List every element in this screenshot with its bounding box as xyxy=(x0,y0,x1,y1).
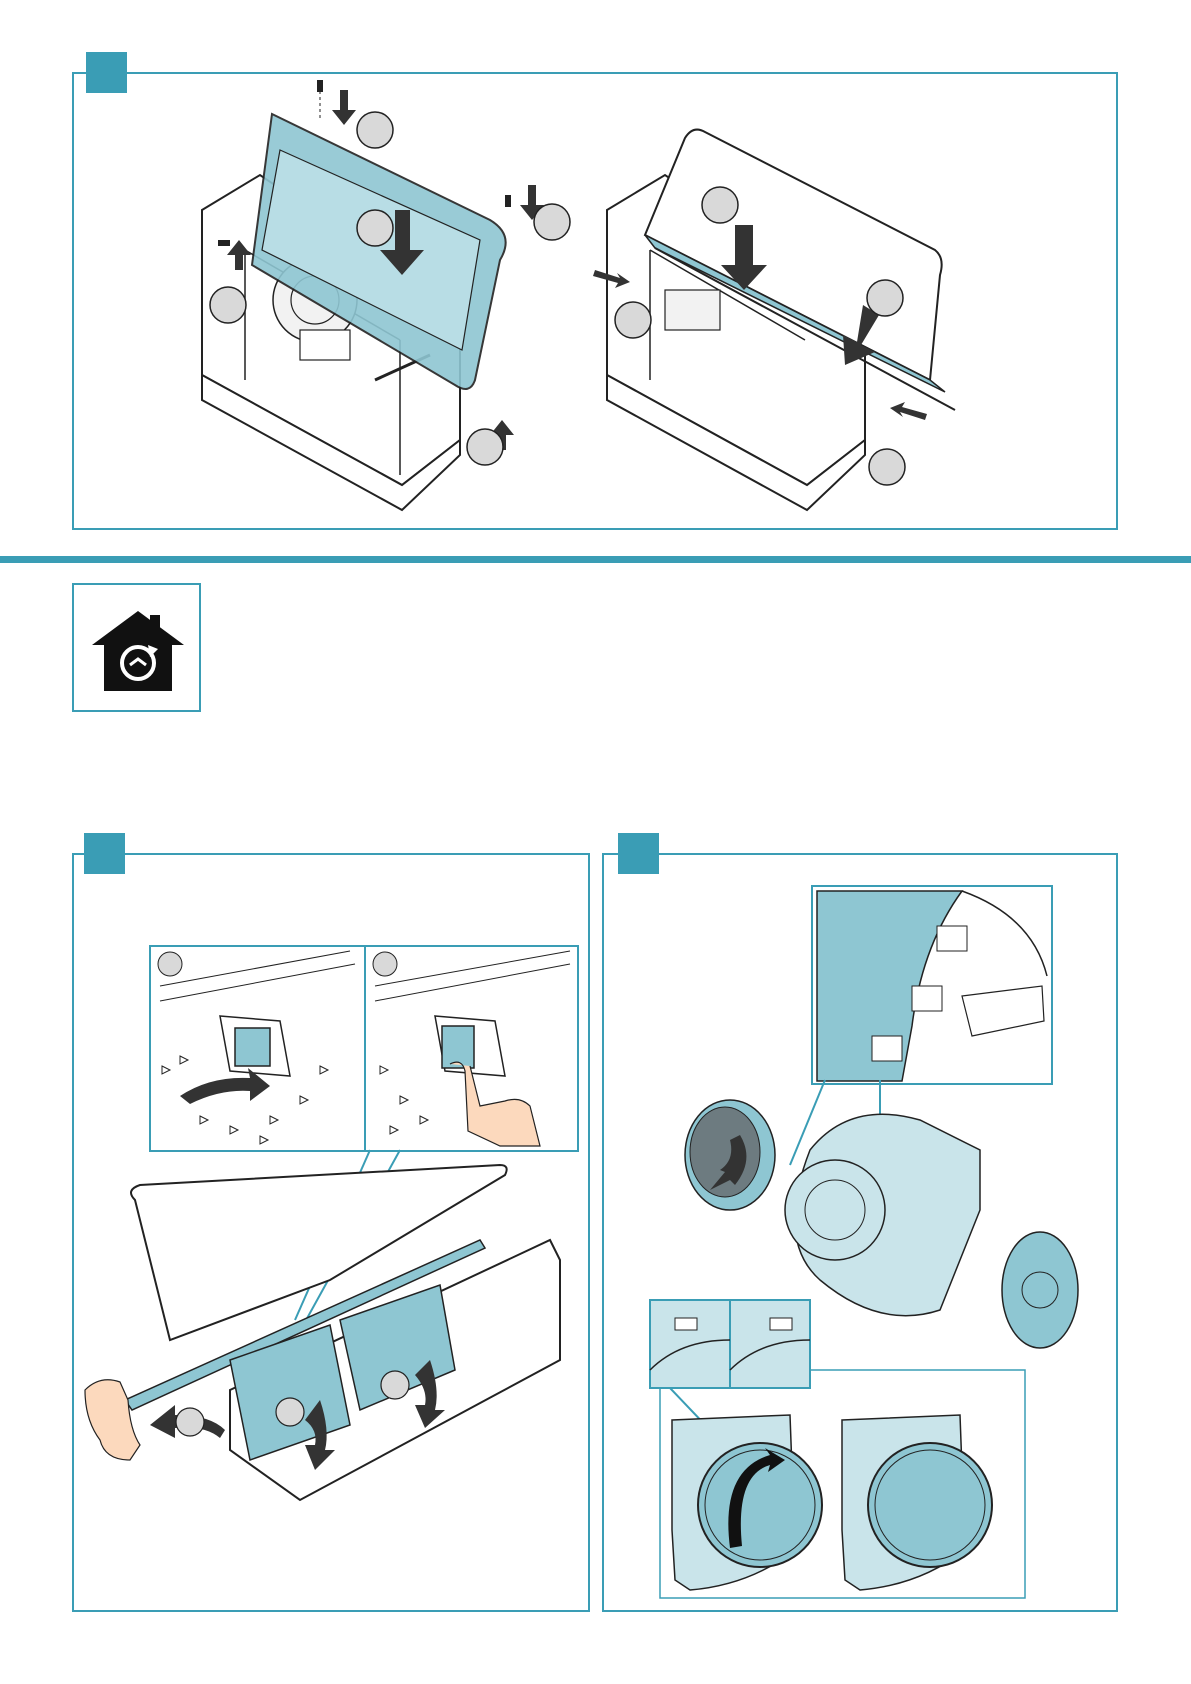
house-recycle-icon xyxy=(92,609,184,691)
section-divider xyxy=(0,556,1191,563)
filter-latch-detail-insets xyxy=(150,946,580,1156)
step-marker-bottom-right xyxy=(618,833,659,874)
rotation-detail-insets xyxy=(630,1300,1030,1600)
filter-removal-illustration xyxy=(80,1160,580,1500)
panel-installation-illustration-left xyxy=(190,80,590,520)
step-marker-bottom-left xyxy=(84,833,125,874)
step-marker-top xyxy=(86,52,127,93)
panel-installation-illustration-right xyxy=(595,130,995,530)
carbon-filter-detail-inset xyxy=(812,886,1054,1086)
maintenance-symbol-box xyxy=(72,583,201,712)
